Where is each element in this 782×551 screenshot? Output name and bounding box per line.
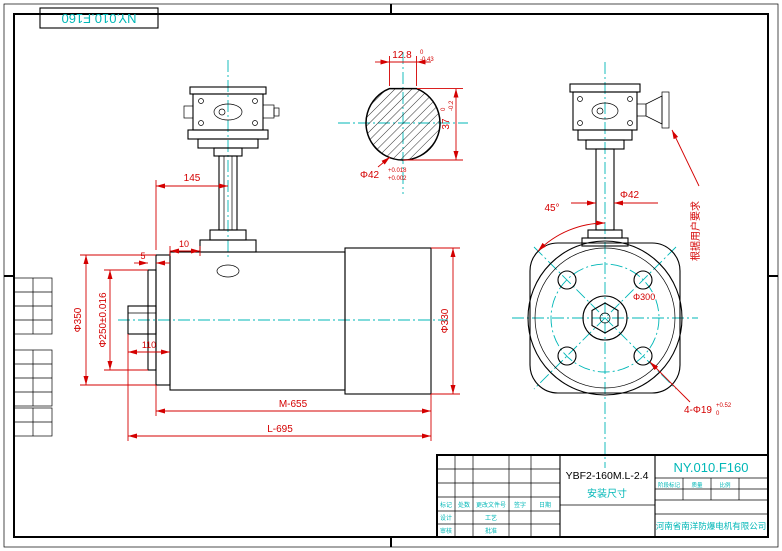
sheet-frame — [3, 3, 779, 548]
shaft-diameter-label: Φ42 +0.018 +0.002 — [360, 156, 407, 182]
tb-label-approve: 批准 — [485, 527, 497, 535]
front-view: 45° Φ42 Φ300 根据用户要求 4-Φ19 +0.52 0 — [512, 62, 732, 468]
tb-label-count: 处数 — [458, 501, 470, 509]
bolt-circle-centerline — [550, 263, 660, 373]
tb-label-process: 工艺 — [485, 514, 497, 522]
shaft-cross-section — [365, 87, 441, 161]
dim-m655: M-655 — [279, 399, 308, 410]
tb-label-audit: 审核 — [440, 527, 452, 535]
dim-holes-tol-u: +0.52 — [716, 403, 732, 409]
frame-square — [529, 242, 681, 394]
cable-gland-side — [262, 104, 275, 119]
drawing-code: NY.010.F160 — [674, 460, 749, 475]
dim-shaft-d-tol-l: +0.002 — [388, 176, 407, 182]
bolt-hole — [557, 346, 577, 366]
motor-body-side — [127, 247, 432, 395]
cable-entry-bell — [645, 95, 663, 125]
dim-body-od: Φ330 — [440, 308, 451, 333]
dim-110: 110 — [142, 340, 156, 350]
tb-label-sign: 签字 — [514, 501, 526, 509]
company-name: 河南省南洋防爆电机有限公司 — [656, 521, 767, 531]
dim-l695: L-695 — [267, 424, 293, 435]
dim-key-width-tol-u: 0 — [420, 50, 424, 56]
tb-label-stage: 阶段标记 — [658, 481, 681, 489]
dim-shaft-d-tol-u: +0.018 — [388, 168, 407, 174]
tb-label-design: 设计 — [440, 514, 452, 522]
front-view-dimensions: 45° Φ42 Φ300 根据用户要求 4-Φ19 +0.52 0 — [537, 129, 732, 417]
dim-bolt-circle: Φ300 — [633, 292, 655, 302]
title-block-left-grid: 标记 处数 更改文件号 签字 日期 设计 工艺 审核 批准 — [437, 455, 560, 537]
flange-front — [527, 240, 683, 396]
bolt-hole — [633, 346, 653, 366]
dim-10: 10 — [179, 239, 189, 249]
flange-outer-circle — [527, 240, 683, 396]
dim-45deg: 45° — [544, 203, 559, 214]
dim-holes-tol-l: 0 — [716, 411, 720, 417]
shaft-hex-nut — [591, 302, 619, 334]
dim-key-height-tol-l: -0.2 — [449, 100, 455, 111]
title-block-middle: YBF2-160M.L-2.4 安装尺寸 — [560, 470, 655, 506]
dim-spigot: Φ250±0.016 — [98, 292, 109, 348]
dim-key-height: 37 — [441, 118, 452, 130]
keyway-height-dim: 37 0 -0.2 — [403, 88, 463, 161]
drawing-subtitle: 安装尺寸 — [587, 487, 627, 500]
title-block: 标记 处数 更改文件号 签字 日期 设计 工艺 审核 批准 YBF2-160M.… — [436, 454, 769, 538]
bolt-hole — [633, 270, 653, 290]
dim-key-width: 12.8 — [392, 50, 412, 61]
dim-5: 5 — [140, 251, 145, 261]
terminal-box-side — [183, 86, 280, 253]
tb-label-weight: 质量 — [691, 481, 703, 489]
shaft-section-view: 12.8 0 -0.43 37 0 -0.2 Φ42 +0.018 +0.002 — [338, 50, 468, 194]
tb-label-date: 日期 — [539, 501, 551, 509]
tb-label-scale: 比例 — [719, 481, 731, 489]
dim-shaft-d: Φ42 — [360, 170, 380, 181]
side-view-dimensions: 145 10 5 Φ350 Φ250±0.016 110 — [73, 173, 460, 441]
bolt-hole — [557, 270, 577, 290]
rear-housing — [344, 247, 432, 395]
stator-housing — [169, 251, 346, 391]
dim-flange-od: Φ350 — [73, 307, 84, 332]
side-view: 145 10 5 Φ350 Φ250±0.016 110 — [73, 60, 460, 441]
dim-holes: 4-Φ19 — [684, 405, 712, 416]
dim-key-height-tol-u: 0 — [441, 107, 447, 111]
keyway-width-dim: 12.8 0 -0.43 — [375, 50, 434, 86]
drawing-model: YBF2-160M.L-2.4 — [566, 470, 649, 482]
title-block-right: NY.010.F160 阶段标记 质量 比例 河南省南洋防爆电机有限公司 — [655, 460, 768, 531]
revision-grids — [13, 277, 53, 437]
frame-code-box: NY.010.F160 — [39, 7, 159, 29]
shaft-front — [582, 295, 628, 341]
frame-code-text: NY.010.F160 — [62, 11, 137, 26]
dim-145: 145 — [184, 173, 201, 184]
tb-label-docno: 更改文件号 — [476, 501, 506, 509]
note-user-requirement: 根据用户要求 — [689, 201, 702, 261]
terminal-box-front — [569, 83, 670, 247]
tb-label-mark: 标记 — [440, 501, 452, 509]
dim-key-width-tol-l: -0.43 — [420, 57, 434, 63]
dim-neck-d: Φ42 — [620, 190, 640, 201]
